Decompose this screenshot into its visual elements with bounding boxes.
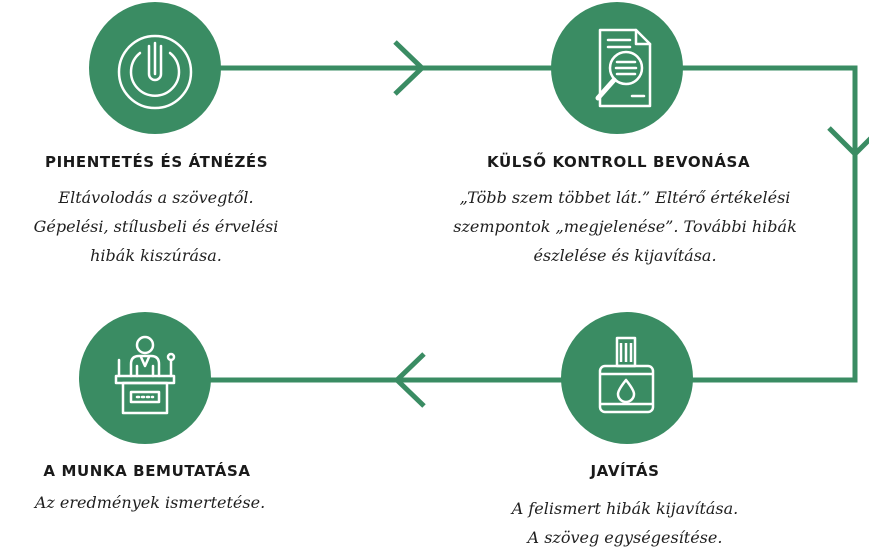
step-2-title: KÜLSŐ KONTROLL BEVONÁSA: [487, 153, 751, 171]
step-1-title: PIHENTETÉS ÉS ÁTNÉZÉS: [45, 153, 269, 171]
step-node-2: [551, 2, 683, 134]
step-node-1: [89, 2, 221, 134]
step-1-line: Gépelési, stílusbeli és érvelési: [33, 217, 279, 236]
step-3-title: JAVÍTÁS: [590, 462, 660, 480]
step-2-description: „Több szem többet lát.” Eltérő értékelés…: [420, 183, 830, 270]
step-node-3: [561, 312, 693, 444]
document-search-icon: [595, 28, 652, 108]
step-3-description: A felismert hibák kijavítása. A szöveg e…: [470, 494, 780, 552]
step-4-line: Az eredmények ismertetése.: [34, 493, 266, 512]
power-icon: [117, 34, 193, 110]
step-1-description: Eltávolodás a szövegtől. Gépelési, stílu…: [0, 183, 312, 270]
step-3-line: A szöveg egységesítése.: [527, 528, 723, 547]
correction-fluid-icon: [598, 336, 655, 414]
presenter-podium-icon: [114, 335, 176, 415]
flow-connector: [155, 65, 858, 383]
step-1-line: hibák kiszúrása.: [90, 246, 222, 265]
step-1-line: Eltávolodás a szövegtől.: [58, 188, 254, 207]
step-node-4: [79, 312, 211, 444]
step-4-title: A MUNKA BEMUTATÁSA: [43, 462, 251, 480]
arrow-down-icon: [827, 126, 869, 158]
arrow-left-icon: [393, 352, 426, 408]
step-2-line: észlelése és kijavítása.: [533, 246, 717, 265]
arrow-right-icon: [393, 40, 426, 96]
step-2-line: „Több szem többet lát.” Eltérő értékelés…: [459, 188, 791, 207]
step-4-description: Az eredmények ismertetése.: [0, 488, 300, 517]
step-2-line: szempontok „megjelenése”. További hibák: [453, 217, 797, 236]
step-3-line: A felismert hibák kijavítása.: [511, 499, 739, 518]
